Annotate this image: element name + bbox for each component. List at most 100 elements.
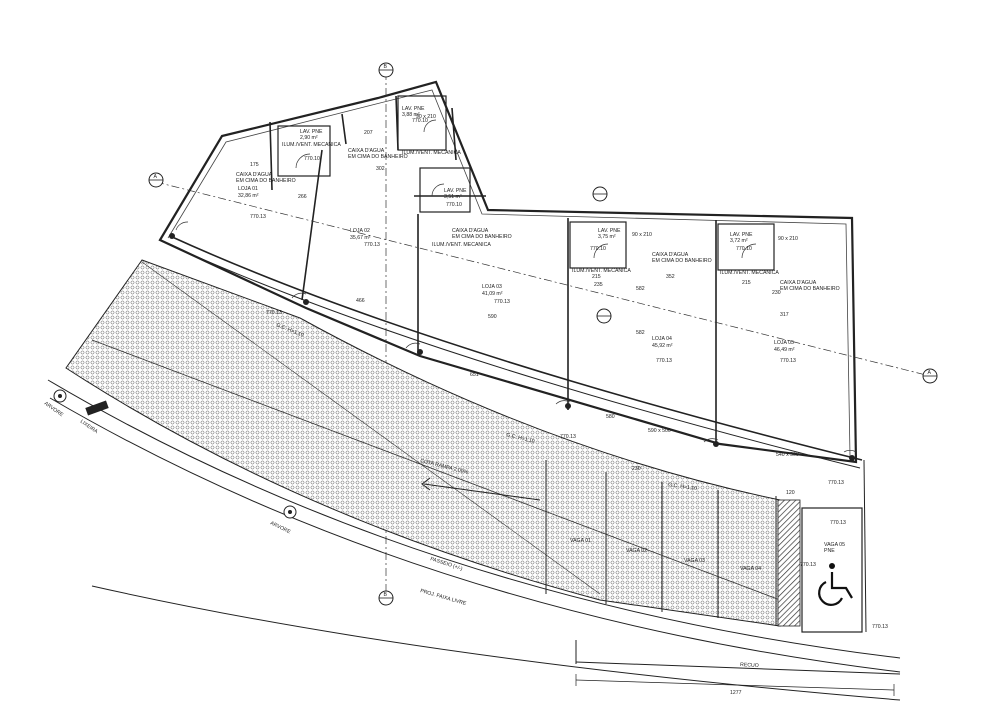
ramp-diagonal [91, 339, 781, 601]
level-mark: 770.13 [656, 358, 672, 364]
store-area: 45,92 m² [652, 343, 673, 349]
caixa-line2: EM CIMA DO BANHEIRO [452, 234, 512, 240]
section-marker-a-left: A [148, 172, 164, 188]
restroom-label: LAV. PNE [444, 188, 467, 194]
dim-text: 230 [772, 290, 781, 296]
restroom-1: LAV. PNE 2,90 m² 770.10 [300, 129, 323, 162]
trash-label: LIXEIRA [79, 419, 99, 436]
restroom-level: 770.10 [590, 246, 606, 252]
water-tank-label-4: CAIXA D'AGUA EM CIMA DO BANHEIRO [652, 252, 712, 264]
store-area: 46,49 m² [774, 347, 795, 353]
level-mark: 770.13 [828, 480, 844, 486]
dim-text: 175 [250, 162, 259, 168]
dim-text: 266 [298, 194, 307, 200]
restroom-3: LAV. PNE 3,51 m² 770.10 [444, 188, 467, 208]
dim-text: 352 [666, 274, 675, 280]
restroom-level: 770.10 [736, 246, 752, 252]
marker-label: B [384, 592, 388, 598]
dim-text: 651 [470, 372, 479, 378]
restroom-label: LAV. PNE [730, 232, 753, 238]
restrooms [277, 95, 775, 271]
dim-text: 207 [364, 130, 373, 136]
dim-text: 235 [594, 282, 603, 288]
dim-text: 230 [632, 466, 641, 472]
store-name: LOJA 04 [652, 336, 672, 342]
restroom-level: 770.10 [304, 156, 320, 162]
section-marker-a-right: A [922, 368, 938, 384]
store-loja-03: LOJA 03 41,09 m² 770.13 [482, 284, 510, 305]
store-name: LOJA 01 [238, 186, 258, 192]
caixa-line2: EM CIMA DO BANHEIRO [652, 258, 712, 264]
dim-text: 302 [376, 166, 385, 172]
store-area: 32,86 m² [238, 193, 259, 199]
vaga-02-label: VAGA 02 [626, 548, 647, 554]
interior-walls [269, 95, 717, 446]
caixa-line2: EM CIMA DO BANHEIRO [348, 154, 408, 160]
ventilation-label: ILUM./VENT. MECANICA [432, 242, 491, 248]
sidewalk-lines [47, 379, 901, 701]
section-marker-b-bottom: B [378, 590, 394, 606]
dim-text: 317 [780, 312, 789, 318]
caixa-line2: EM CIMA DO BANHEIRO [780, 286, 840, 292]
dimension-bottom [575, 674, 895, 696]
caixa-line2: EM CIMA DO BANHEIRO [236, 178, 296, 184]
marker-label: A [154, 174, 158, 180]
level-mark: 770.13 [494, 299, 510, 305]
restroom-2: LAV. PNE 3,88 m² 770.10 [402, 106, 428, 124]
tree-icon [53, 389, 67, 403]
vaga-05-label: VAGA 05 [824, 542, 845, 548]
restroom-area: 3,51 m² [444, 194, 462, 200]
dim-text: 215 [742, 280, 751, 286]
level-mark: 770.13 [250, 214, 266, 220]
dim-text: 90 x 210 [416, 114, 436, 120]
trash-bin-icon [85, 400, 109, 416]
building-outline [158, 80, 858, 464]
vaga-04-label: VAGA 04 [740, 566, 761, 572]
level-mark: 770.13 [560, 434, 576, 440]
marker-label: B [384, 64, 388, 70]
level-mark: 770.13 [830, 520, 846, 526]
vaga-01-label: VAGA 01 [570, 538, 591, 544]
dim-text: 590 x 500 [648, 428, 671, 434]
store-area: 35,67 m² [350, 235, 371, 241]
caixa-line1: CAIXA D'AGUA [348, 148, 385, 154]
restroom-4: LAV. PNE 3,75 m² 770.10 [590, 228, 621, 252]
ramp-surface [65, 259, 781, 627]
ramp-arrow [421, 477, 541, 501]
tree-icon [283, 505, 297, 519]
restroom-area: 3,88 m² [402, 112, 420, 118]
store-name: LOJA 02 [350, 228, 370, 234]
store-loja-01: LOJA 01 32,86 m² 770.13 [238, 186, 266, 220]
dim-text: 580 [606, 414, 615, 420]
dim-text: 582 [636, 330, 645, 336]
facade-curve-inner [167, 243, 861, 469]
restroom-area: 3,75 m² [598, 234, 616, 240]
restroom-level: 770.10 [412, 118, 428, 124]
ventilation-label: ILUM./VENT. MECANICA [282, 142, 341, 148]
restroom-label: LAV. PNE [300, 129, 323, 135]
tree-label: ARVORE [269, 520, 292, 535]
store-loja-04: LOJA 04 45,92 m² 770.13 [652, 336, 673, 364]
dim-text: 90 x 210 [632, 232, 652, 238]
restroom-area: 2,90 m² [300, 135, 318, 141]
level-mark: 770.13 [364, 242, 380, 248]
restroom-label: LAV. PNE [402, 106, 425, 112]
guardrail-label: G.C. H=1,10 [668, 482, 698, 492]
dim-text: 466 [356, 298, 365, 304]
caixa-line1: CAIXA D'AGUA [452, 228, 489, 234]
restroom-label: LAV. PNE [598, 228, 621, 234]
section-marker-c [592, 186, 608, 202]
level-mark: 770.13 [266, 310, 282, 316]
faixa-label: PROJ. FAIXA LIVRE [419, 588, 467, 607]
caixa-line1: CAIXA D'AGUA [652, 252, 689, 258]
dim-text: 1277 [730, 690, 742, 696]
dim-text: 90 x 210 [778, 236, 798, 242]
vaga-05-sublabel: PNE [824, 548, 835, 554]
water-tank-label-5: CAIXA D'AGUA EM CIMA DO BANHEIRO [780, 280, 840, 292]
columns [169, 233, 855, 461]
facade-curve [169, 235, 863, 461]
restroom-5: LAV. PNE 3,72 m² 770.10 [730, 232, 753, 252]
store-area: 41,09 m² [482, 291, 503, 297]
restroom-level: 770.10 [446, 202, 462, 208]
water-tank-label-1: CAIXA D'AGUA EM CIMA DO BANHEIRO [236, 172, 296, 184]
